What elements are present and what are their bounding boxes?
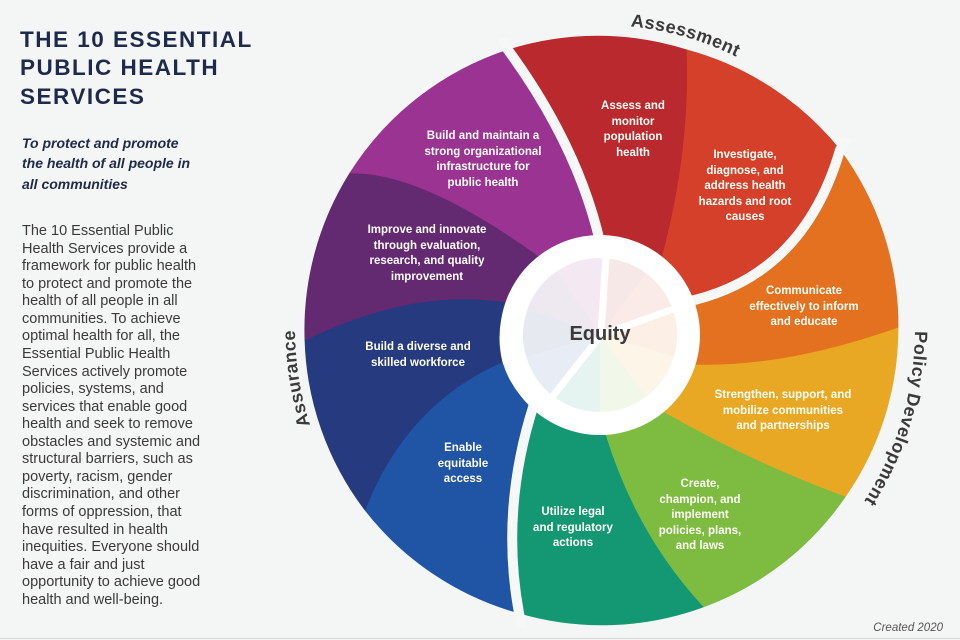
- equity-dividers: [545, 252, 680, 405]
- segment-label-strengthen: Strengthen, support, and mobilize commun…: [714, 389, 852, 432]
- subtitle: To protect and promote the health of all…: [22, 135, 191, 192]
- equity-wedge: [600, 273, 673, 335]
- equity-wedge: [599, 335, 647, 413]
- group-gaps: [498, 36, 853, 629]
- bottom-divider: [0, 638, 960, 639]
- gap-assessment-policy: [684, 135, 853, 307]
- equity-divider-top: [597, 252, 610, 339]
- equity-divider-right: [597, 304, 680, 339]
- segment-label-workforce: Build a diverse and skilled workforce: [365, 341, 471, 369]
- equity-wedge: [527, 271, 600, 335]
- segment-label-create-policies: Create, champion, and implement policies…: [658, 478, 742, 552]
- gap-assurance-assessment: [498, 36, 605, 244]
- wheel-segments: [304, 35, 899, 626]
- gap-policy-assurance: [507, 402, 539, 629]
- equity-wedge: [600, 258, 646, 335]
- segment-label-improve-innovate: Improve and innovate through evaluation,…: [367, 224, 487, 283]
- segment-label-utilize-legal: Utilize legal and regulatory actions: [533, 506, 613, 549]
- equity-wedge: [526, 335, 600, 396]
- equity-label: Equity: [569, 323, 631, 345]
- equity-divider-lower-left: [545, 331, 605, 405]
- segment-label-investigate: Investigate, diagnose, and address healt…: [698, 149, 792, 223]
- equity-wedge: [600, 307, 677, 357]
- segment-label-communicate: Communicate effectively to inform and ed…: [749, 285, 859, 328]
- page-title: THE 10 ESSENTIAL PUBLIC HEALTH SERVICES: [20, 27, 253, 109]
- equity-wedge: [523, 308, 600, 357]
- equity-wedge: [557, 258, 605, 335]
- segment-label-enable-access: Enable equitable access: [437, 442, 489, 485]
- segment-label-infrastructure: Build and maintain a strong organization…: [424, 130, 542, 189]
- segment-label-assess-monitor: Assess and monitor population health: [601, 100, 665, 159]
- equity-disc: [523, 258, 677, 413]
- created-date: Created 2020: [873, 622, 943, 634]
- description-paragraph: The 10 Essential Public Health Services …: [22, 223, 201, 608]
- equity-wedge: [600, 335, 674, 397]
